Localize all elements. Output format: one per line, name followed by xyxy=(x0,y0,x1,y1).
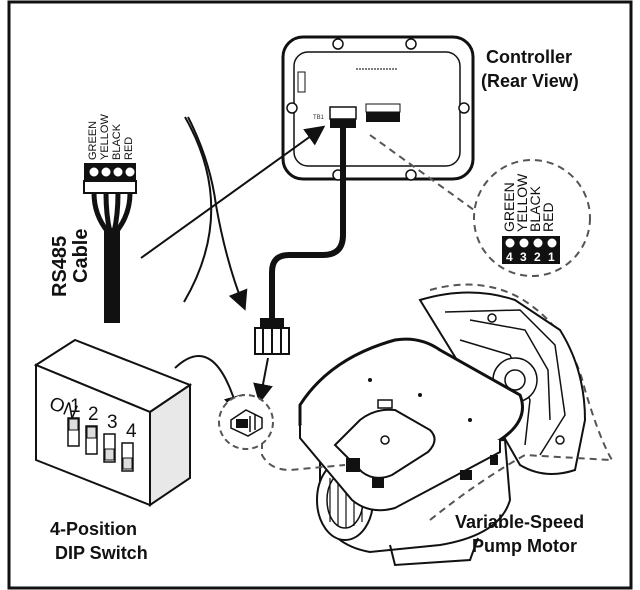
detail-pin-2: 2 xyxy=(534,250,541,264)
motor-plug-connector xyxy=(254,318,290,355)
motor-rs485-port xyxy=(346,458,360,472)
dip-switch: ON 1 2 3 4 xyxy=(33,338,193,507)
controller-subtitle: (Rear View) xyxy=(481,71,579,91)
cable-bracket-arc-right xyxy=(187,116,217,206)
cable-wire-yellow: YELLOW xyxy=(99,114,111,160)
cable-wire-green: GREEN xyxy=(87,121,99,160)
detail-wire-black: BLACK xyxy=(527,185,543,232)
detail-wire-green: GREEN xyxy=(501,182,517,232)
arrow-to-controller xyxy=(140,125,326,259)
detail-terminal-block: 4 3 2 1 xyxy=(502,236,560,264)
controller-port-label: TB1 xyxy=(313,115,325,121)
cable-title-line2: Cable xyxy=(70,229,92,283)
dip-position-2: 2 xyxy=(88,404,99,425)
controller-to-plug-cable xyxy=(269,128,346,318)
dip-position-1: 1 xyxy=(70,396,81,417)
detail-wire-red: RED xyxy=(540,202,556,232)
motor-title-line2: Pump Motor xyxy=(472,536,577,556)
detail-pin-1: 1 xyxy=(548,250,555,264)
arrow-dip-to-connector xyxy=(174,355,244,416)
cable-title-line1: RS485 xyxy=(49,236,71,297)
dip-position-4: 4 xyxy=(126,421,137,442)
dip-position-3: 3 xyxy=(107,412,118,433)
variable-speed-pump-motor xyxy=(298,283,613,567)
motor-title-line1: Variable-Speed xyxy=(455,512,584,532)
arrow-to-motor-connector xyxy=(215,204,248,311)
controller-rear-view: TB1 xyxy=(281,35,475,181)
arrow-plug-to-port xyxy=(253,357,273,404)
cable-wire-red: RED xyxy=(123,137,135,160)
controller-title: Controller xyxy=(486,47,572,67)
detail-pin-4: 4 xyxy=(506,250,513,264)
detail-wire-yellow: YELLOW xyxy=(514,173,530,232)
detail-pin-3: 3 xyxy=(520,250,527,264)
detail-leader-line xyxy=(369,134,475,211)
dip-leader-line xyxy=(261,430,346,472)
controller-rs485-terminal xyxy=(329,106,357,120)
dip-title-line2: DIP Switch xyxy=(55,543,148,563)
cable-wire-black: BLACK xyxy=(111,123,123,160)
connector-detail-icon xyxy=(230,409,263,437)
dip-title-line1: 4-Position xyxy=(50,519,137,539)
rs485-cable: GREEN YELLOW BLACK RED xyxy=(83,114,137,323)
cable-bracket-arc-left xyxy=(183,116,213,303)
